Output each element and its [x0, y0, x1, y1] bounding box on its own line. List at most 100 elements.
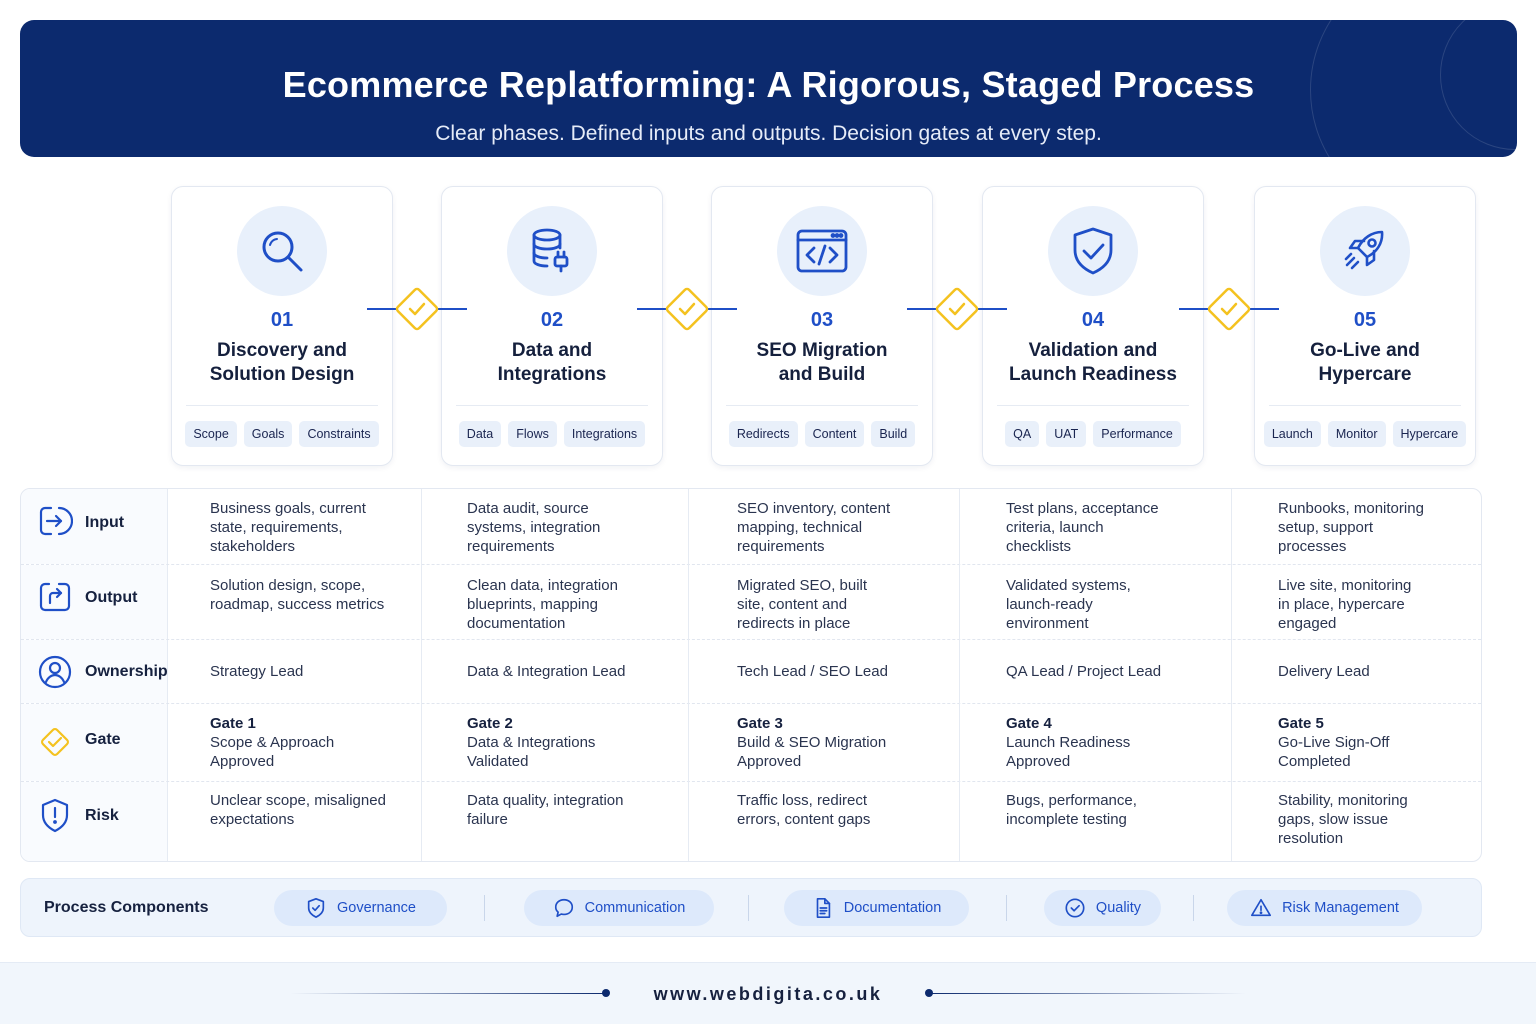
- arrow-out-icon: [39, 582, 71, 612]
- phase-tag: Performance: [1093, 421, 1181, 447]
- row-label-text: Gate: [85, 731, 121, 748]
- divider: [997, 405, 1189, 406]
- component-governance: Governance: [274, 890, 447, 926]
- phase-tags: Scope Goals Constraints: [172, 421, 392, 447]
- column-divider: [421, 489, 422, 861]
- phase-tag: Content: [804, 421, 865, 447]
- component-risk-management: Risk Management: [1227, 890, 1422, 926]
- footer-line: [930, 993, 1246, 994]
- component-communication: Communication: [524, 890, 714, 926]
- component-documentation: Documentation: [784, 890, 969, 926]
- component-label: Quality: [1095, 900, 1142, 916]
- phase-tags: Launch Monitor Hypercare: [1255, 421, 1475, 447]
- divider: [186, 405, 378, 406]
- phase-icon-circle: [1048, 206, 1138, 296]
- separator: [484, 895, 485, 921]
- table-cell: Bugs, performance,incomplete testing: [1006, 792, 1137, 828]
- magnifier-search-icon: [262, 231, 303, 272]
- column-divider: [688, 489, 689, 861]
- gate-connector-1: [367, 287, 467, 331]
- table-cell: QA Lead / Project Lead: [1006, 663, 1162, 680]
- phase-tag: Scope: [185, 421, 237, 447]
- phase-tag: Redirects: [728, 421, 798, 447]
- process-components-bar: Process Components Governance Communicat…: [20, 878, 1482, 937]
- shield-check-icon: [307, 898, 325, 918]
- row-label-text: Output: [85, 589, 138, 606]
- gate-connector-4: [1179, 287, 1279, 331]
- row-label-text: Risk: [85, 807, 119, 824]
- table-cell: Data & Integration Lead: [467, 663, 626, 680]
- check-circle-icon: [1065, 898, 1085, 918]
- phase-number: 05: [1353, 309, 1377, 331]
- phase-tag: QA: [1005, 421, 1040, 447]
- gate-connector-2: [637, 287, 737, 331]
- phase-number: 03: [810, 309, 834, 331]
- footer-url[interactable]: www.webdigita.co.uk: [653, 984, 883, 1004]
- phase-number: 01: [270, 309, 294, 331]
- header-banner: Ecommerce Replatforming: A Rigorous, Sta…: [20, 20, 1517, 157]
- column-divider: [1231, 489, 1232, 861]
- footer-dot: [602, 989, 610, 997]
- component-label: Communication: [584, 900, 686, 916]
- component-label: Documentation: [843, 900, 942, 916]
- separator: [1193, 895, 1194, 921]
- phase-tag: Hypercare: [1392, 421, 1467, 447]
- table-row-output: Output Solution design, scope,roadmap, s…: [21, 565, 1481, 640]
- database-plug-icon: [532, 228, 569, 273]
- phase-icon-circle: [507, 206, 597, 296]
- footer-line: [290, 993, 606, 994]
- divider: [456, 405, 648, 406]
- table-cell: Tech Lead / SEO Lead: [737, 663, 888, 680]
- row-label: Gate: [21, 704, 168, 781]
- shield-check-icon: [1073, 227, 1113, 275]
- table-cell: Strategy Lead: [210, 663, 304, 680]
- component-quality: Quality: [1044, 890, 1161, 926]
- row-label: Output: [21, 565, 168, 639]
- phase-tag: Goals: [243, 421, 293, 447]
- phase-tags: QA UAT Performance: [983, 421, 1203, 447]
- decorative-circle: [1310, 20, 1517, 157]
- rocket-icon: [1344, 230, 1384, 270]
- phase-tag: Launch: [1263, 421, 1321, 447]
- gate-connector-3: [907, 287, 1007, 331]
- footer: www.webdigita.co.uk: [0, 962, 1536, 1024]
- phase-number: 02: [540, 309, 564, 331]
- phase-icon-circle: [237, 206, 327, 296]
- process-components-label: Process Components: [44, 899, 209, 916]
- component-label: Risk Management: [1282, 900, 1399, 916]
- divider: [726, 405, 918, 406]
- phase-tags: Redirects Content Build: [712, 421, 932, 447]
- page-subtitle: Clear phases. Defined inputs and outputs…: [435, 122, 1102, 145]
- row-label: Ownership: [21, 640, 168, 703]
- warning-triangle-icon: [1251, 898, 1272, 917]
- phase-tags: Data Flows Integrations: [442, 421, 662, 447]
- phase-tag: Build: [871, 421, 916, 447]
- row-label: Input: [21, 489, 168, 564]
- phase-icon-circle: [1320, 206, 1410, 296]
- phase-tag: Monitor: [1327, 421, 1386, 447]
- page-title: Ecommerce Replatforming: A Rigorous, Sta…: [282, 64, 1255, 105]
